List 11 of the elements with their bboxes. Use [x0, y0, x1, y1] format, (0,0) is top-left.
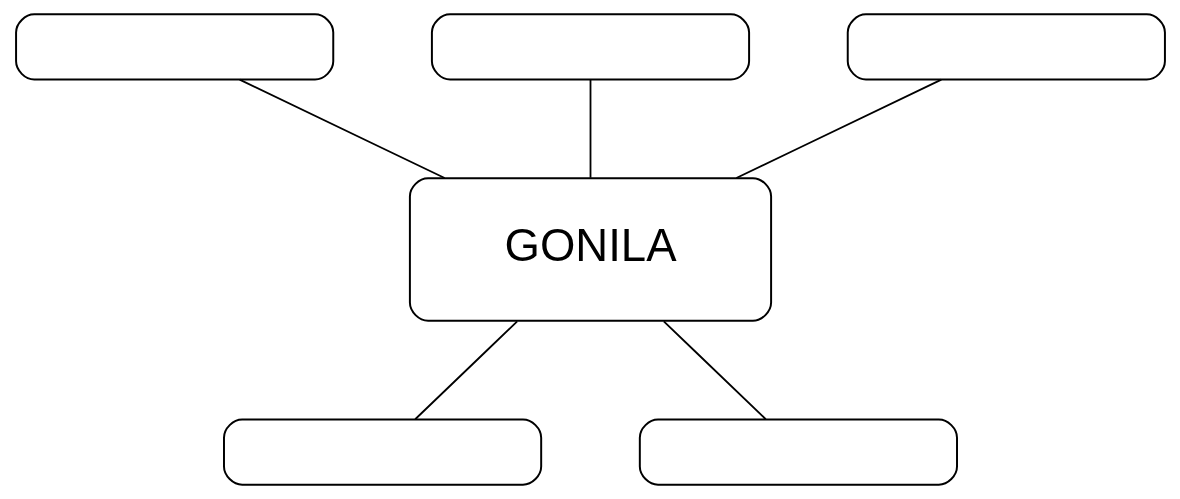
node-box: GONILA [408, 177, 772, 322]
connector [589, 78, 591, 179]
node-box [222, 418, 542, 486]
node-box [638, 418, 958, 486]
node-box [430, 13, 750, 81]
connector [662, 320, 767, 421]
connector [734, 78, 942, 179]
connector [238, 78, 446, 179]
node-box [14, 13, 334, 81]
node-box [846, 13, 1166, 81]
connector [413, 320, 518, 421]
